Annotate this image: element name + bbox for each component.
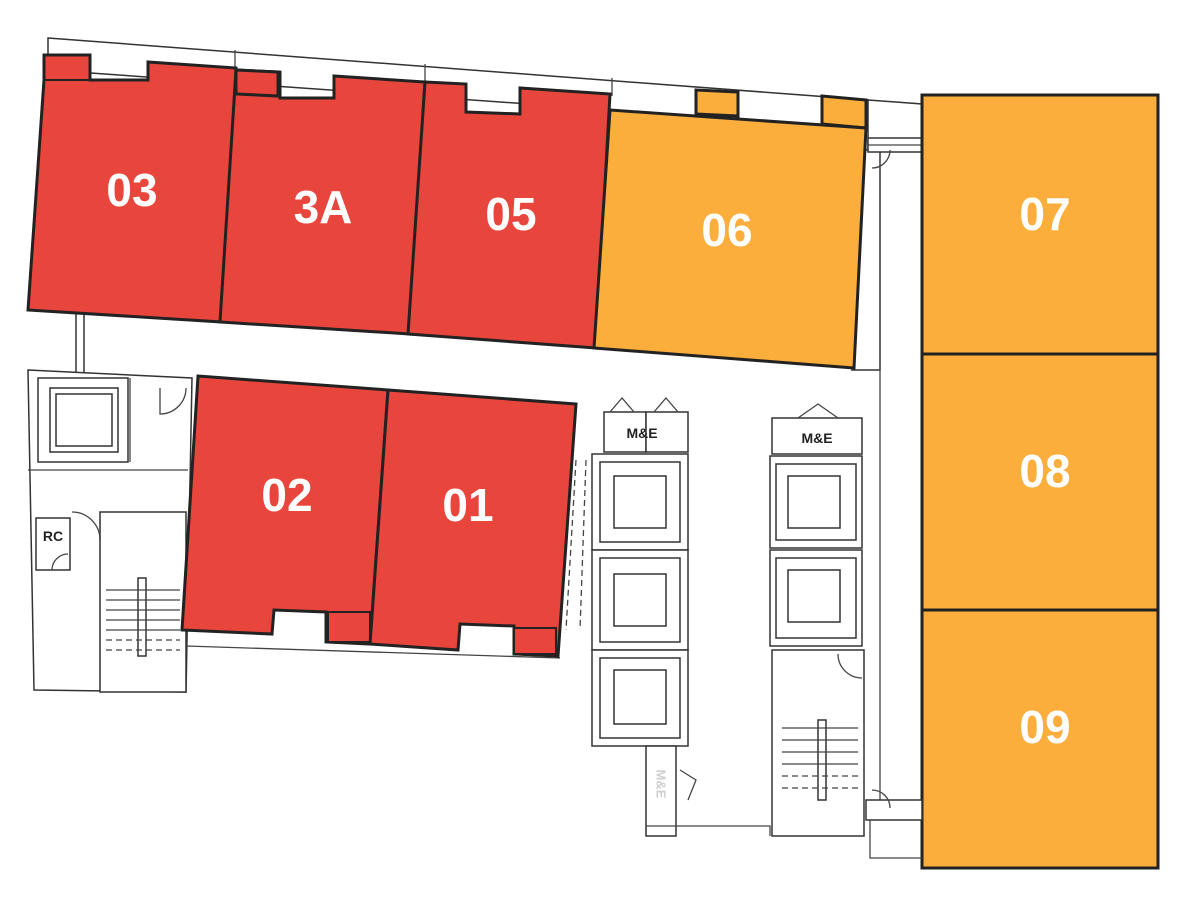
unit-09[interactable]: 09 <box>920 608 1160 870</box>
unit-08-label: 08 <box>1019 445 1070 497</box>
unit-07-label: 07 <box>1019 188 1070 240</box>
unit-06[interactable]: 06 <box>592 88 868 370</box>
unit-03[interactable]: 03 <box>26 53 238 324</box>
room-me-bottom-label: M&E <box>654 770 669 799</box>
unit-06-label: 06 <box>701 204 752 256</box>
unit-08[interactable]: 08 <box>920 352 1160 612</box>
unit-01-label: 01 <box>442 479 493 531</box>
room-rc-label: RC <box>43 528 63 544</box>
room-me-right-label: M&E <box>801 430 832 446</box>
east-lift-core <box>769 403 865 837</box>
unit-3a[interactable]: 3A <box>218 68 427 336</box>
unit-01[interactable]: 01 <box>368 388 578 658</box>
east-corridor <box>865 149 923 859</box>
unit-3a-label: 3A <box>294 181 353 233</box>
unit-03-label: 03 <box>106 164 157 216</box>
unit-05-label: 05 <box>485 188 536 240</box>
connector-beams <box>75 137 923 377</box>
unit-02-label: 02 <box>261 469 312 521</box>
unit-09-label: 09 <box>1019 701 1070 753</box>
unit-05[interactable]: 05 <box>406 80 612 350</box>
unit-02[interactable]: 02 <box>180 374 390 646</box>
west-core <box>27 369 561 693</box>
central-lift-core <box>565 397 771 837</box>
unit-07[interactable]: 07 <box>920 93 1160 356</box>
room-me-left-label: M&E <box>626 425 657 441</box>
